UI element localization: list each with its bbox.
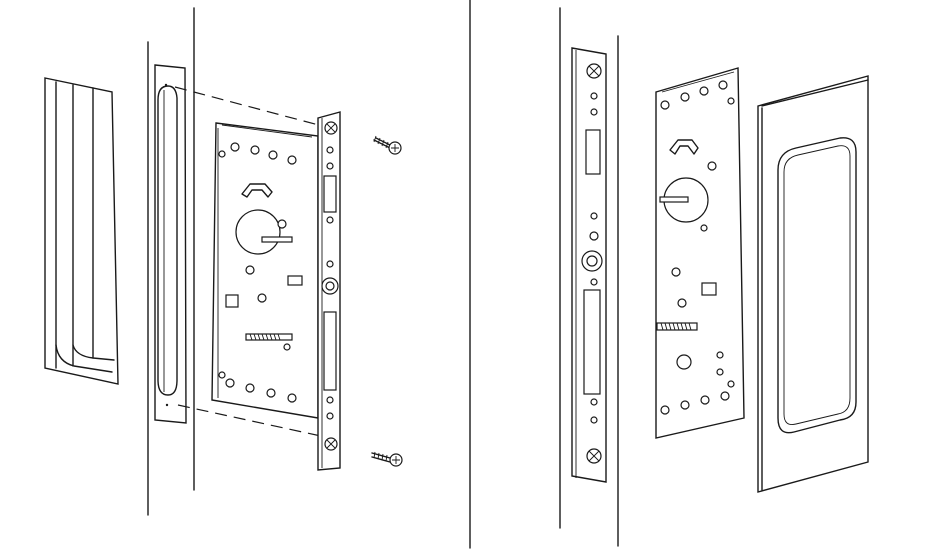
faceplate: [317, 111, 341, 471]
mounting-screw-top: [373, 135, 402, 155]
flush-pull-cup-right: [757, 75, 869, 493]
alignment-line-bottom: [177, 404, 331, 439]
mounting-screw-bottom: [371, 451, 403, 467]
door-pocket: [154, 64, 187, 424]
faceplate-assembled: [571, 47, 607, 483]
mortise-lock-body-assembled: [655, 67, 745, 439]
flush-pull-cup-left: [44, 77, 119, 385]
exploded-view-panel: [44, 7, 403, 516]
mortise-lock-body: [211, 122, 319, 419]
alignment-line-top: [174, 86, 331, 129]
assembled-view-panel: [559, 7, 869, 547]
